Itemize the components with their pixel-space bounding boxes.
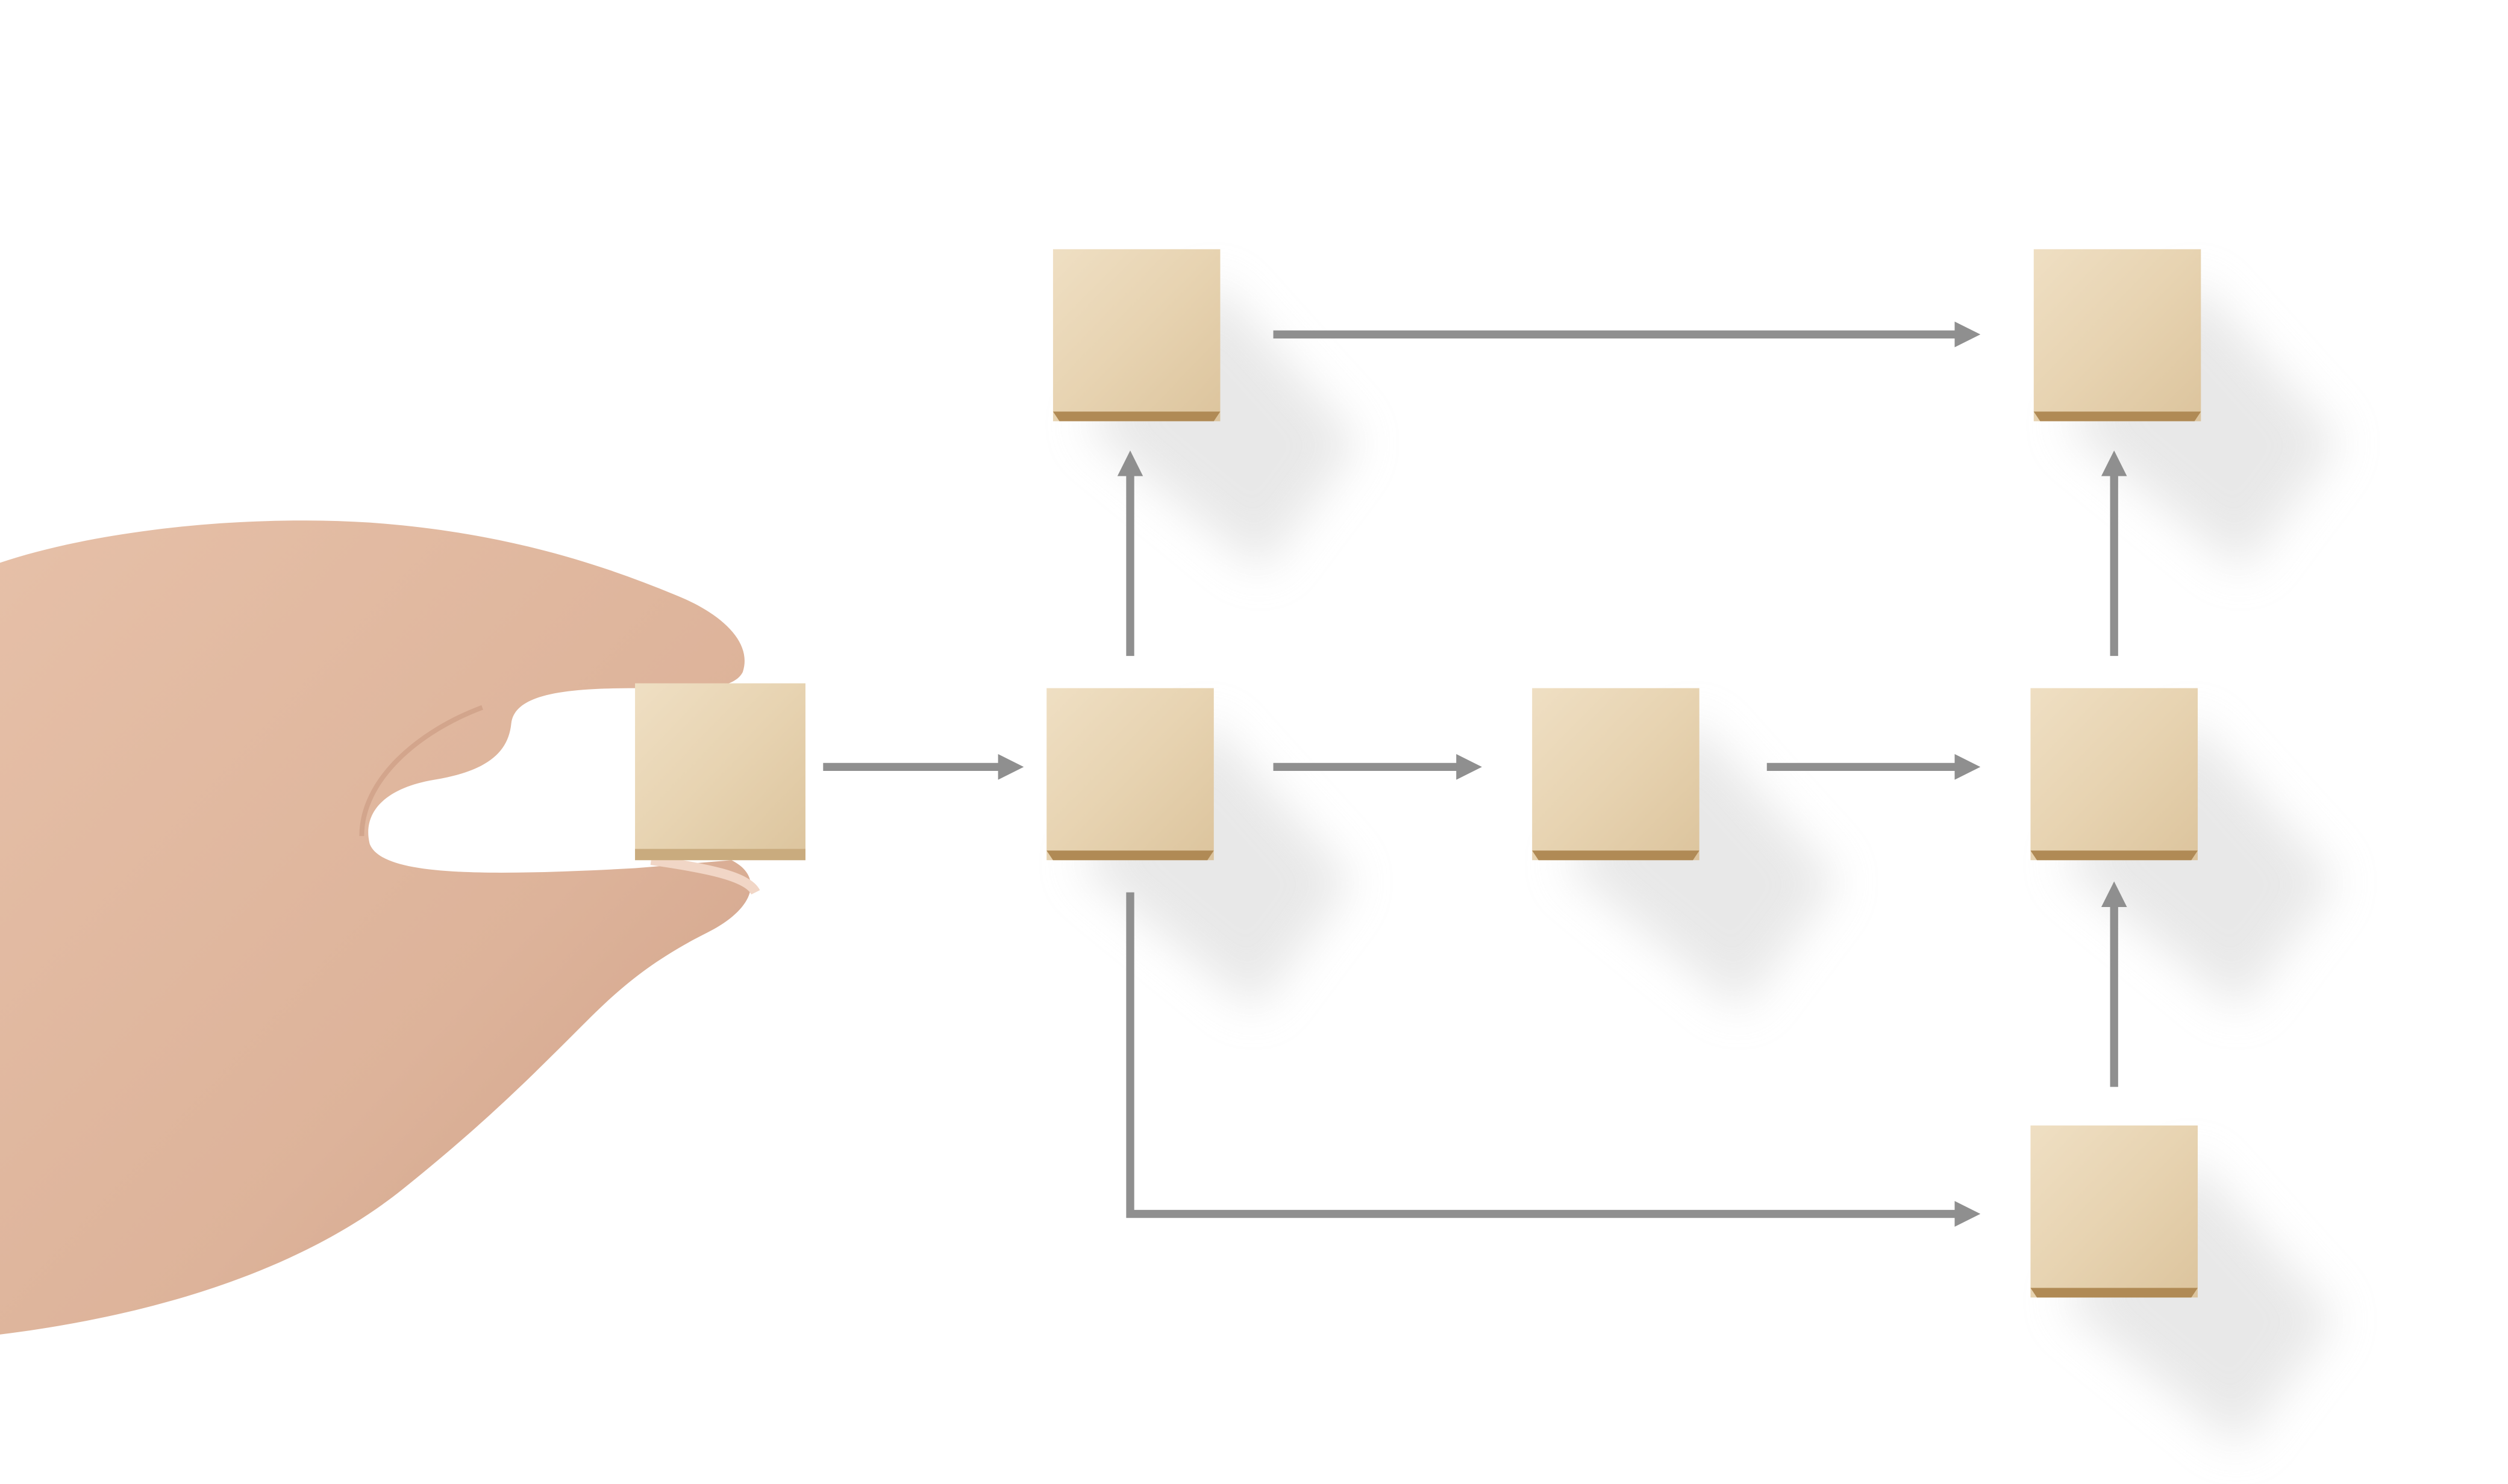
wooden-block bbox=[1532, 688, 1700, 861]
wooden-block bbox=[2030, 1125, 2198, 1298]
block-edge bbox=[2030, 1288, 2198, 1298]
wooden-block bbox=[2030, 688, 2198, 861]
hand-shape bbox=[0, 520, 751, 1335]
wooden-block bbox=[1046, 688, 1214, 861]
block-edge bbox=[1046, 850, 1214, 861]
block-edge bbox=[1532, 850, 1700, 861]
block-held bbox=[635, 683, 805, 861]
wooden-block bbox=[2033, 249, 2201, 422]
flow-arrow bbox=[1126, 892, 1981, 1227]
block-edge bbox=[2033, 411, 2201, 422]
arrows bbox=[823, 321, 2127, 1227]
block-edge bbox=[1052, 411, 1221, 422]
block-edge bbox=[2030, 850, 2198, 861]
wooden-block bbox=[1052, 249, 1221, 422]
finger-crease bbox=[359, 705, 483, 837]
thumbnail bbox=[650, 855, 760, 895]
block-held-edge bbox=[635, 849, 805, 861]
blocks bbox=[1046, 249, 2201, 1298]
held-block bbox=[635, 683, 805, 861]
hand bbox=[0, 520, 760, 1335]
